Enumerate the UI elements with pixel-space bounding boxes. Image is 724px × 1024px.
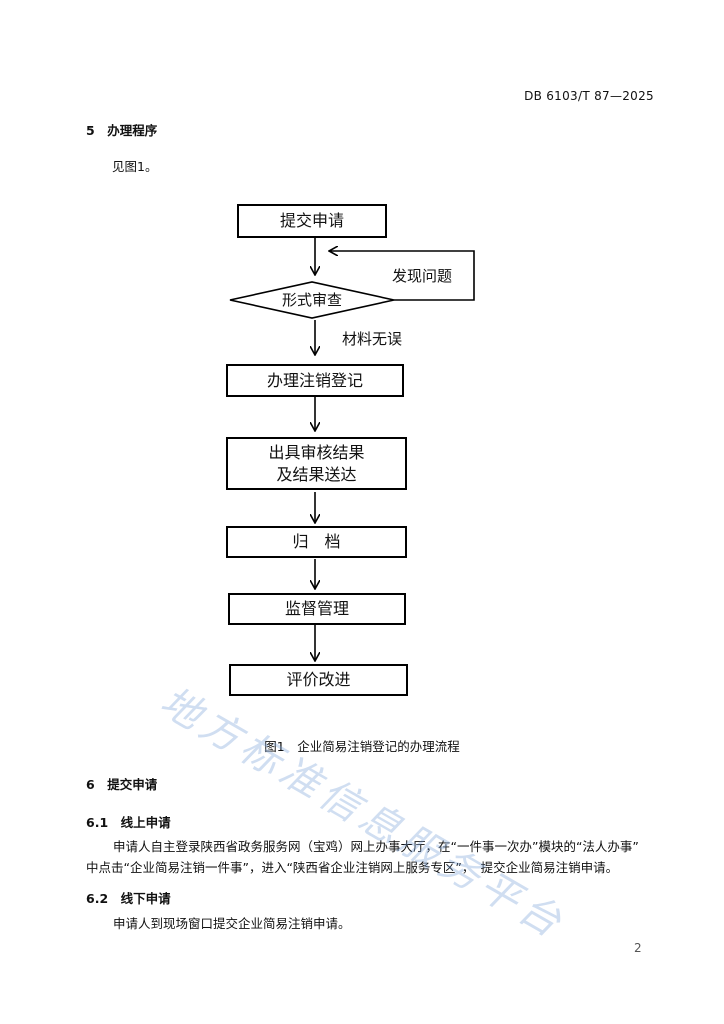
arrow-feedback-loop	[330, 251, 475, 301]
step-archive-label: 归 档	[292, 532, 341, 551]
step-process-box: 办理注销登记	[226, 364, 404, 397]
step-supervise-label: 监督管理	[284, 599, 349, 618]
step-supervise-box: 监督管理	[228, 593, 406, 625]
section-5-heading: 5 办理程序	[86, 123, 158, 138]
step-result-box: 出具审核结果 及结果送达	[226, 437, 407, 490]
label-materials-ok: 材料无误	[342, 330, 403, 348]
step-review-label: 形式审查	[281, 291, 342, 309]
section-6-1-heading: 6.1 线上申请	[86, 815, 171, 830]
document-code: DB 6103/T 87—2025	[524, 89, 654, 103]
step-submit-box: 提交申请	[237, 204, 387, 238]
step-process-label: 办理注销登记	[266, 370, 363, 390]
section-5-text: 见图1。	[112, 159, 158, 174]
step-result-line1: 出具审核结果	[268, 442, 365, 462]
section-6-2-heading: 6.2 线下申请	[86, 891, 171, 906]
step-improve-box: 评价改进	[229, 664, 408, 696]
section-6-2-line1: 申请人到现场窗口提交企业简易注销申请。	[113, 916, 351, 931]
step-archive-box: 归 档	[226, 526, 407, 558]
section-6-heading: 6 提交申请	[86, 777, 158, 792]
step-submit-label: 提交申请	[279, 211, 344, 230]
page-number: 2	[634, 941, 642, 955]
step-improve-label: 评价改进	[286, 670, 351, 689]
label-problem-found: 发现问题	[392, 267, 453, 285]
section-6-1-line1: 申请人自主登录陕西省政务服务网（宝鸡）网上办事大厅，在“一件事一次办”模块的“法…	[113, 839, 639, 854]
section-6-1-line2: 中点击“企业简易注销一件事”，进入“陕西省企业注销网上服务专区”， 提交企业简易…	[86, 860, 619, 875]
figure-caption: 图1 企业简易注销登记的办理流程	[264, 739, 460, 754]
step-result-line2: 及结果送达	[276, 464, 357, 484]
